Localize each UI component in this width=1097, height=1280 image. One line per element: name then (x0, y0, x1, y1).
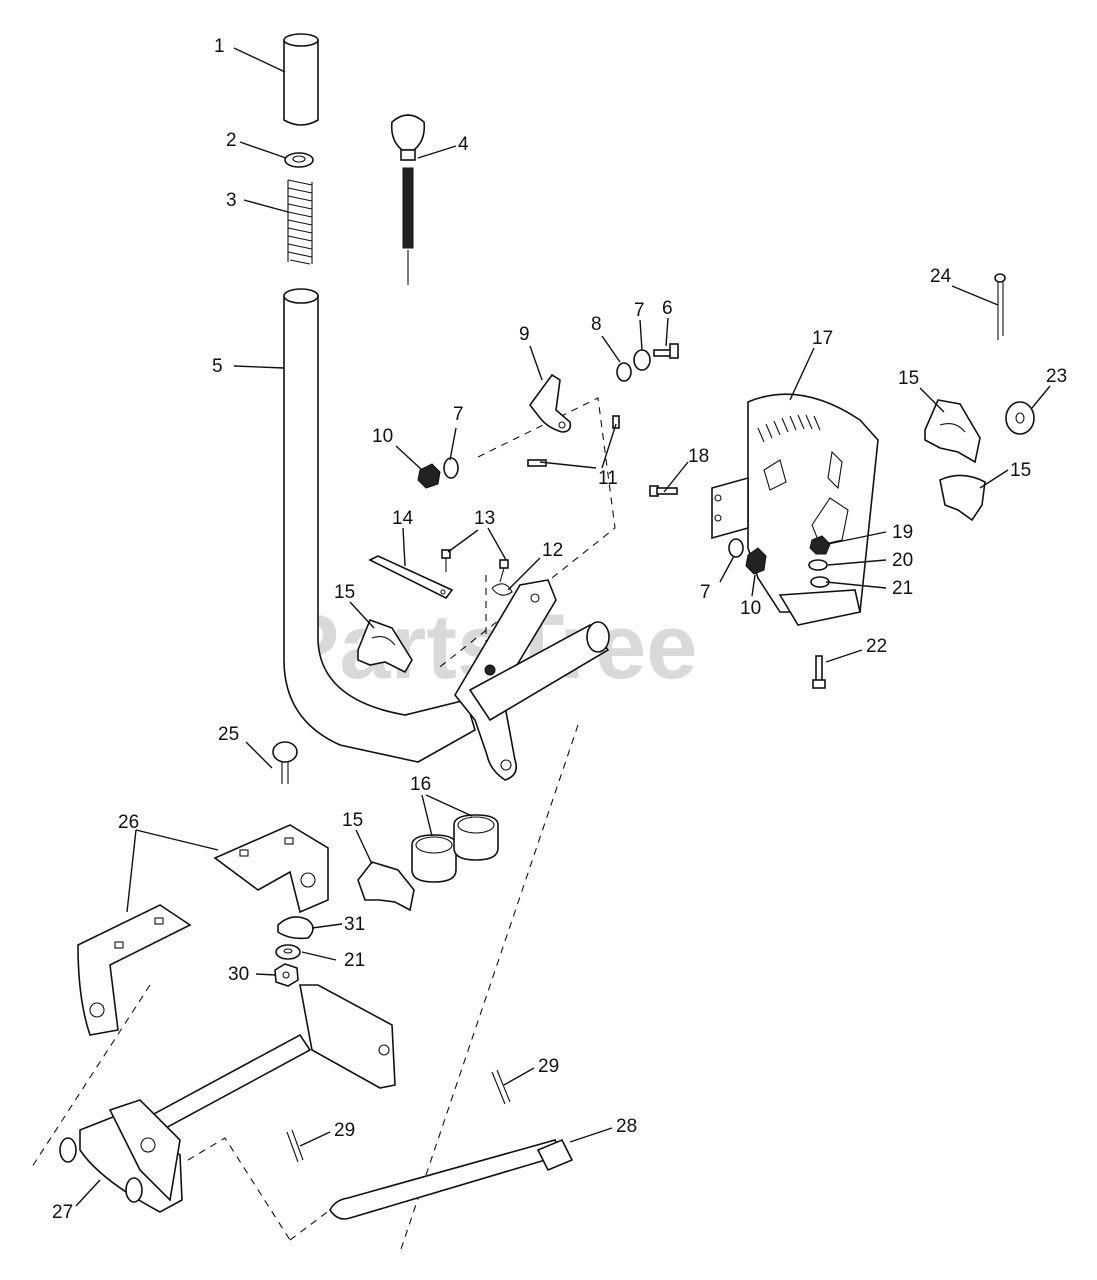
callout-29-right: 29 (538, 1056, 559, 1077)
callout-15-lower: 15 (342, 810, 363, 831)
part-31-clip (277, 916, 314, 940)
callout-24: 24 (930, 266, 952, 287)
part-15-bushing-lower (357, 861, 415, 912)
part-6-bolt (653, 343, 679, 359)
part-7-washer-low (728, 538, 744, 558)
callout-10-top: 10 (372, 426, 393, 447)
part-21-lockwasher-lower (275, 944, 301, 960)
part-14-plate (368, 555, 454, 600)
part-22-bolt (812, 655, 826, 689)
callout-8: 8 (591, 314, 602, 335)
callout-21-top: 21 (892, 578, 913, 599)
part-20-washer (808, 559, 828, 571)
callout-1: 1 (214, 36, 225, 57)
callout-22: 22 (866, 636, 887, 657)
callout-2: 2 (226, 130, 237, 151)
part-3-spring (287, 179, 313, 265)
part-26-bracket-lower (77, 904, 192, 1036)
part-19-nut (809, 535, 831, 555)
callout-27: 27 (52, 1202, 73, 1223)
callout-16: 16 (410, 774, 431, 795)
part-10-nut-top (417, 463, 441, 489)
part-28-rod (329, 1138, 574, 1220)
callout-numbers: 1 2 3 4 5 6 7 8 9 10 7 11 17 24 15 23 15… (52, 36, 1067, 1223)
callout-14: 14 (392, 508, 414, 529)
callout-15-right: 15 (1010, 460, 1031, 481)
callout-23: 23 (1046, 366, 1067, 387)
part-17-quadrant-plate (711, 393, 879, 626)
callout-17: 17 (812, 328, 833, 349)
part-7-washer-top (633, 349, 651, 371)
callout-31: 31 (344, 914, 365, 935)
part-29-pin-right (491, 1069, 511, 1105)
callout-5: 5 (212, 356, 223, 377)
part-15-bushing-center (357, 618, 413, 674)
callout-30: 30 (228, 964, 249, 985)
part-18-bolt (649, 485, 678, 497)
callout-25: 25 (218, 724, 239, 745)
part-23-washer (1005, 401, 1035, 435)
part-4-knob-rod (390, 114, 426, 285)
part-24-cotter-pin (994, 273, 1006, 340)
part-15-bushing-upper (924, 399, 981, 464)
callout-10-low: 10 (740, 598, 761, 619)
part-16-bushings (411, 814, 499, 883)
callout-9: 9 (519, 324, 530, 345)
callout-29-left: 29 (334, 1120, 355, 1141)
callout-19: 19 (892, 522, 913, 543)
part-30-nut (274, 963, 299, 987)
callout-leaders (75, 47, 1051, 1207)
callout-4: 4 (458, 134, 469, 155)
callout-28: 28 (616, 1116, 637, 1137)
part-1-grip (283, 33, 319, 126)
callout-13: 13 (474, 508, 495, 529)
callout-12: 12 (542, 540, 563, 561)
callout-3: 3 (226, 190, 237, 211)
part-25-clevis-pin (272, 741, 298, 784)
part-10-nut-low (745, 547, 767, 575)
callout-26: 26 (118, 812, 139, 833)
part-15-bushing-lower-right (939, 474, 986, 522)
callout-11: 11 (598, 468, 618, 489)
callout-18: 18 (688, 446, 709, 467)
part-7-washer-mid (443, 457, 459, 479)
callout-7-top: 7 (634, 300, 645, 321)
callout-20: 20 (892, 550, 913, 571)
part-27-shaft-assembly (59, 984, 396, 1213)
part-8-washer (616, 362, 632, 382)
callout-21-lower: 21 (344, 950, 365, 971)
part-12-clip (491, 583, 513, 596)
part-9-bracket (528, 373, 572, 433)
part-2-washer (284, 152, 314, 168)
callout-15-upper: 15 (898, 368, 919, 389)
part-13-screws (441, 549, 509, 583)
callout-7-low: 7 (700, 582, 711, 603)
callout-6: 6 (662, 298, 673, 319)
control-frame-assembly (454, 579, 610, 781)
part-26-bracket-upper (213, 824, 329, 914)
part-29-pin-left (286, 1129, 304, 1163)
callout-15-center: 15 (334, 582, 355, 603)
callout-7-mid: 7 (453, 404, 464, 425)
